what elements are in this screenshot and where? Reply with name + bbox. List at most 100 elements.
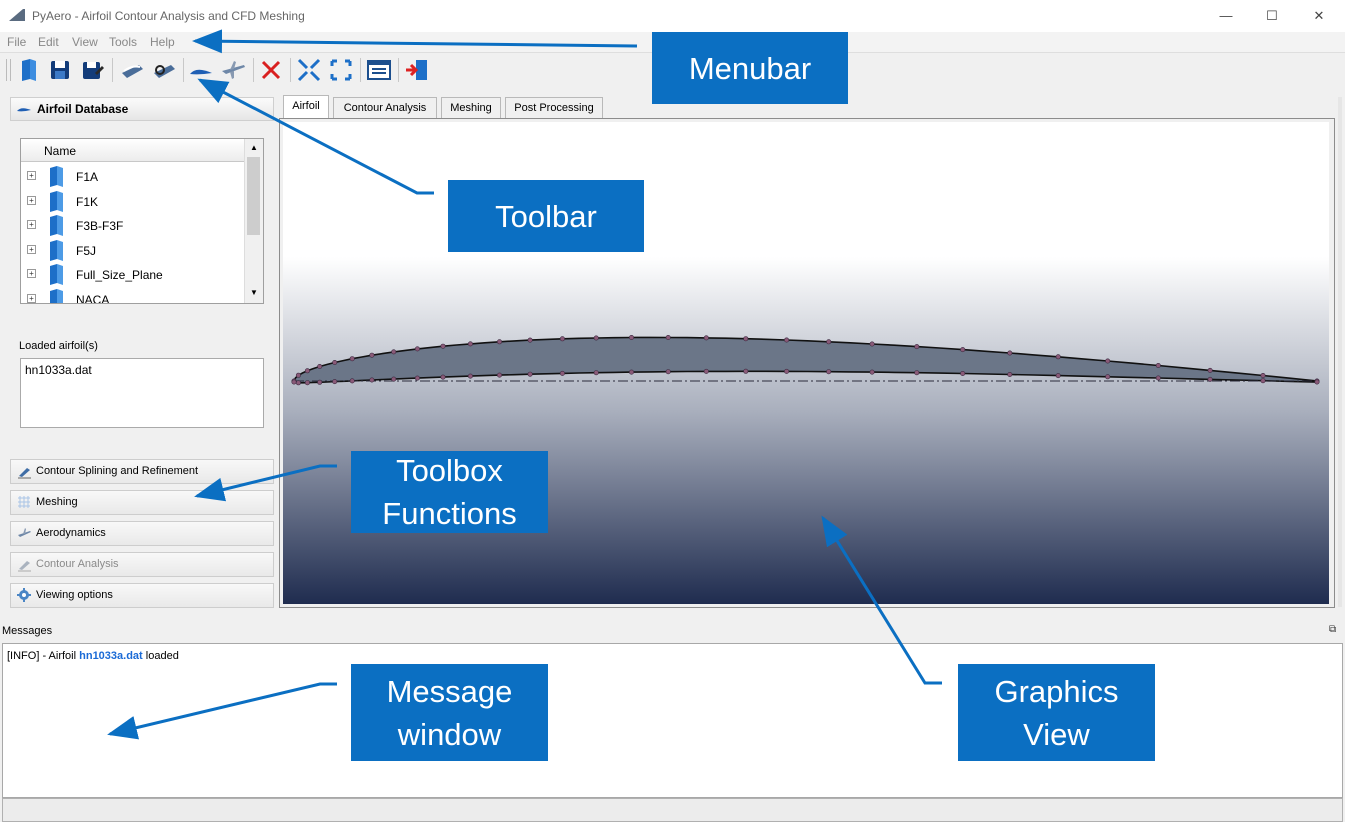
contour-point[interactable] xyxy=(1207,367,1213,373)
contour-point[interactable] xyxy=(628,335,634,341)
contour-point[interactable] xyxy=(440,343,446,349)
list-window-icon[interactable] xyxy=(366,57,392,83)
float-window-icon[interactable]: ⧉ xyxy=(1329,624,1337,635)
tree-item[interactable]: +F5J xyxy=(21,238,243,262)
open-book-icon[interactable] xyxy=(16,57,42,83)
tab-airfoil[interactable]: Airfoil xyxy=(283,95,329,119)
contour-point[interactable] xyxy=(784,337,790,343)
contour-point[interactable] xyxy=(414,375,420,381)
tree-item[interactable]: +Full_Size_Plane xyxy=(21,262,243,286)
contour-point[interactable] xyxy=(304,380,310,386)
contour-point[interactable] xyxy=(1155,375,1161,381)
contour-point[interactable] xyxy=(317,364,323,370)
close-button[interactable]: ✕ xyxy=(1313,8,1325,23)
contour-point[interactable] xyxy=(349,356,355,362)
expand-icon[interactable]: + xyxy=(27,244,36,254)
contour-point[interactable] xyxy=(665,369,671,375)
menu-tools[interactable]: Tools xyxy=(109,35,138,49)
contour-point[interactable] xyxy=(440,374,446,380)
scroll-down-icon[interactable]: ▼ xyxy=(250,288,258,297)
expand-icon[interactable] xyxy=(328,57,354,83)
contour-point[interactable] xyxy=(703,368,709,374)
contour-point[interactable] xyxy=(826,339,832,345)
contour-point[interactable] xyxy=(295,380,301,386)
contour-point[interactable] xyxy=(960,347,966,353)
contour-point[interactable] xyxy=(559,370,565,376)
expand-icon[interactable]: + xyxy=(27,220,36,229)
expand-icon[interactable]: + xyxy=(27,293,36,303)
contour-point[interactable] xyxy=(497,372,503,378)
airfoil-tree[interactable]: Name +F1A+F1K+F3B-F3F+F5J+Full_Size_Plan… xyxy=(20,138,264,304)
toolbox-meshing[interactable]: Meshing xyxy=(10,490,274,515)
contour-point[interactable] xyxy=(391,376,397,382)
contour-point[interactable] xyxy=(467,373,473,379)
contour-point[interactable] xyxy=(826,369,832,375)
contour-point[interactable] xyxy=(593,370,599,376)
airfoil-database-header[interactable]: Airfoil Database xyxy=(10,97,274,121)
contour-point[interactable] xyxy=(291,379,297,385)
tree-scrollbar[interactable]: ▲ ▼ xyxy=(244,139,263,303)
tab-post-processing[interactable]: Post Processing xyxy=(505,97,603,118)
contour-point[interactable] xyxy=(1260,373,1266,379)
contour-point[interactable] xyxy=(527,371,533,377)
tree-item[interactable]: +NACA xyxy=(21,287,243,303)
menu-view[interactable]: View xyxy=(72,35,98,49)
contour-point[interactable] xyxy=(593,335,599,341)
expand-icon[interactable]: + xyxy=(27,171,36,180)
contour-point[interactable] xyxy=(743,368,749,374)
collapse-icon[interactable] xyxy=(296,57,322,83)
loaded-airfoils-list[interactable]: hn1033a.dat xyxy=(20,358,264,428)
contour-point[interactable] xyxy=(703,335,709,341)
contour-point[interactable] xyxy=(559,336,565,342)
expand-icon[interactable]: + xyxy=(27,269,36,278)
contour-point[interactable] xyxy=(743,336,749,342)
contour-point[interactable] xyxy=(1007,372,1013,378)
contour-point[interactable] xyxy=(960,371,966,377)
scrollbar-thumb[interactable] xyxy=(247,157,260,235)
contour-point[interactable] xyxy=(369,352,375,358)
contour-point[interactable] xyxy=(1260,378,1266,384)
airfoil-shape-icon[interactable] xyxy=(188,57,214,83)
contour-point[interactable] xyxy=(467,341,473,347)
tree-column-header[interactable]: Name xyxy=(21,139,244,162)
scroll-up-icon[interactable]: ▲ xyxy=(250,143,258,152)
contour-point[interactable] xyxy=(1314,379,1320,385)
toolbox-contour-analysis[interactable]: Contour Analysis xyxy=(10,552,274,577)
toolbox-aerodynamics[interactable]: Aerodynamics xyxy=(10,521,274,546)
contour-point[interactable] xyxy=(1105,374,1111,380)
contour-point[interactable] xyxy=(497,339,503,345)
loaded-airfoil-item[interactable]: hn1033a.dat xyxy=(25,363,92,377)
minimize-button[interactable]: — xyxy=(1219,8,1233,23)
expand-icon[interactable]: + xyxy=(27,195,36,205)
toolbar-grip[interactable] xyxy=(6,59,11,81)
contour-point[interactable] xyxy=(349,378,355,384)
contour-point[interactable] xyxy=(369,377,375,383)
tab-meshing[interactable]: Meshing xyxy=(441,97,501,118)
tree-item[interactable]: +F3B-F3F xyxy=(21,213,243,237)
menu-file[interactable]: File xyxy=(7,35,27,49)
airfoil-print-icon[interactable] xyxy=(119,57,145,83)
contour-point[interactable] xyxy=(332,379,338,385)
contour-point[interactable] xyxy=(317,379,323,385)
delete-icon[interactable] xyxy=(258,57,284,83)
contour-point[interactable] xyxy=(527,337,533,343)
toolbox-contour-splining-and-refinement[interactable]: Contour Splining and Refinement xyxy=(10,459,274,484)
save-icon[interactable] xyxy=(47,57,73,83)
toolbox-viewing-options[interactable]: Viewing options xyxy=(10,583,274,608)
tree-item[interactable]: +F1K xyxy=(21,189,243,213)
contour-point[interactable] xyxy=(784,368,790,374)
contour-point[interactable] xyxy=(869,369,875,375)
menu-edit[interactable]: Edit xyxy=(38,35,59,49)
contour-point[interactable] xyxy=(628,369,634,375)
contour-point[interactable] xyxy=(1007,350,1013,356)
exit-icon[interactable] xyxy=(404,57,430,83)
contour-point[interactable] xyxy=(1055,373,1061,379)
contour-point[interactable] xyxy=(304,368,310,374)
save-as-icon[interactable] xyxy=(79,57,105,83)
tree-item[interactable]: +F1A xyxy=(21,164,243,188)
contour-point[interactable] xyxy=(914,370,920,376)
contour-point[interactable] xyxy=(391,349,397,355)
tab-contour-analysis[interactable]: Contour Analysis xyxy=(333,97,437,118)
contour-point[interactable] xyxy=(332,360,338,366)
maximize-button[interactable]: ☐ xyxy=(1266,8,1278,23)
